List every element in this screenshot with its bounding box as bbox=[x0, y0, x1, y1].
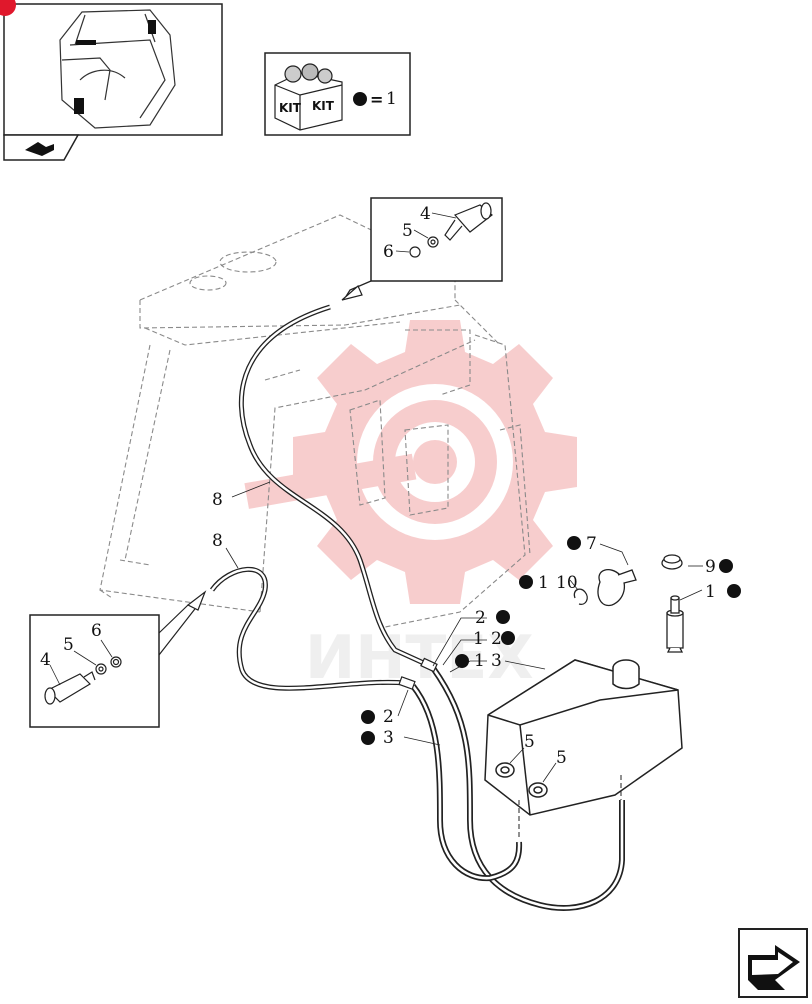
kit-bullet-icon bbox=[455, 654, 469, 668]
callout-r2b: 2 bbox=[491, 629, 502, 649]
kit-bullet bbox=[353, 92, 367, 106]
detail-left-callout-4: 4 bbox=[40, 650, 51, 670]
callout-tank-5a: 5 bbox=[524, 732, 535, 752]
kit-bullet-icon bbox=[361, 710, 375, 724]
callout-tank-5b: 5 bbox=[556, 748, 567, 768]
part-item-10-ring bbox=[573, 588, 588, 605]
kit-bullet-icon bbox=[727, 584, 741, 598]
kit-word-left: KIT bbox=[279, 101, 302, 115]
watermark-text: ИНТЕХ bbox=[305, 623, 534, 693]
detail-left-callout-5: 5 bbox=[63, 635, 74, 655]
cab-thumbnail-icon[interactable] bbox=[0, 0, 223, 161]
callout-hose-upper: 8 bbox=[212, 490, 223, 510]
callout-hose-lower: 8 bbox=[212, 531, 223, 551]
part-item-1-pump bbox=[666, 595, 684, 653]
callout-r3a: 3 bbox=[491, 651, 502, 671]
hose-item-3 bbox=[410, 666, 625, 911]
callout-r2a: 2 bbox=[475, 608, 486, 628]
washer-tank bbox=[484, 659, 683, 816]
kit-box-icon bbox=[274, 63, 343, 131]
callout-r1a: 1 bbox=[473, 629, 484, 649]
detail-top-callout-6: 6 bbox=[383, 242, 394, 262]
kit-equals: = bbox=[370, 90, 383, 109]
hose-lower bbox=[209, 566, 406, 691]
kit-bullet-icon bbox=[496, 610, 510, 624]
callout-c9: 9 bbox=[705, 557, 716, 577]
part-item-9-grommet bbox=[661, 554, 683, 570]
callout-c7: 7 bbox=[586, 534, 597, 554]
detail-box-top: 4 5 6 bbox=[341, 197, 503, 301]
hose-upper bbox=[238, 304, 430, 668]
watermark-gear: ИНТЕХ bbox=[244, 320, 577, 693]
kit-bullet-icon bbox=[567, 536, 581, 550]
callout-l2: 2 bbox=[383, 707, 394, 727]
detail-top-callout-4: 4 bbox=[420, 204, 431, 224]
kit-legend: KIT KIT = 1 bbox=[264, 52, 411, 136]
section-arrow-icon bbox=[25, 142, 54, 156]
callout-c10: 10 bbox=[556, 573, 578, 593]
callout-l3: 3 bbox=[383, 728, 394, 748]
callout-r1b: 1 bbox=[474, 651, 485, 671]
detail-box-left: 4 5 6 bbox=[29, 590, 207, 728]
detail-left-callout-6: 6 bbox=[91, 621, 102, 641]
kit-bullet-icon bbox=[519, 575, 533, 589]
connector-item-2-lower bbox=[398, 676, 416, 690]
next-page-arrow-icon[interactable] bbox=[738, 928, 808, 998]
kit-bullet-icon bbox=[719, 559, 733, 573]
tank-centerlines bbox=[518, 775, 622, 840]
kit-number: 1 bbox=[386, 89, 397, 109]
leader-lines bbox=[225, 481, 703, 783]
part-item-7-clip bbox=[597, 569, 637, 607]
kit-bullet-icon bbox=[361, 731, 375, 745]
kit-bullet-icon bbox=[501, 631, 515, 645]
callout-c1a: 1 bbox=[538, 573, 549, 593]
detail-top-callout-5: 5 bbox=[402, 221, 413, 241]
callout-c1b: 1 bbox=[705, 582, 716, 602]
connector-item-2-upper bbox=[420, 657, 438, 673]
kit-word-right: KIT bbox=[312, 99, 335, 113]
